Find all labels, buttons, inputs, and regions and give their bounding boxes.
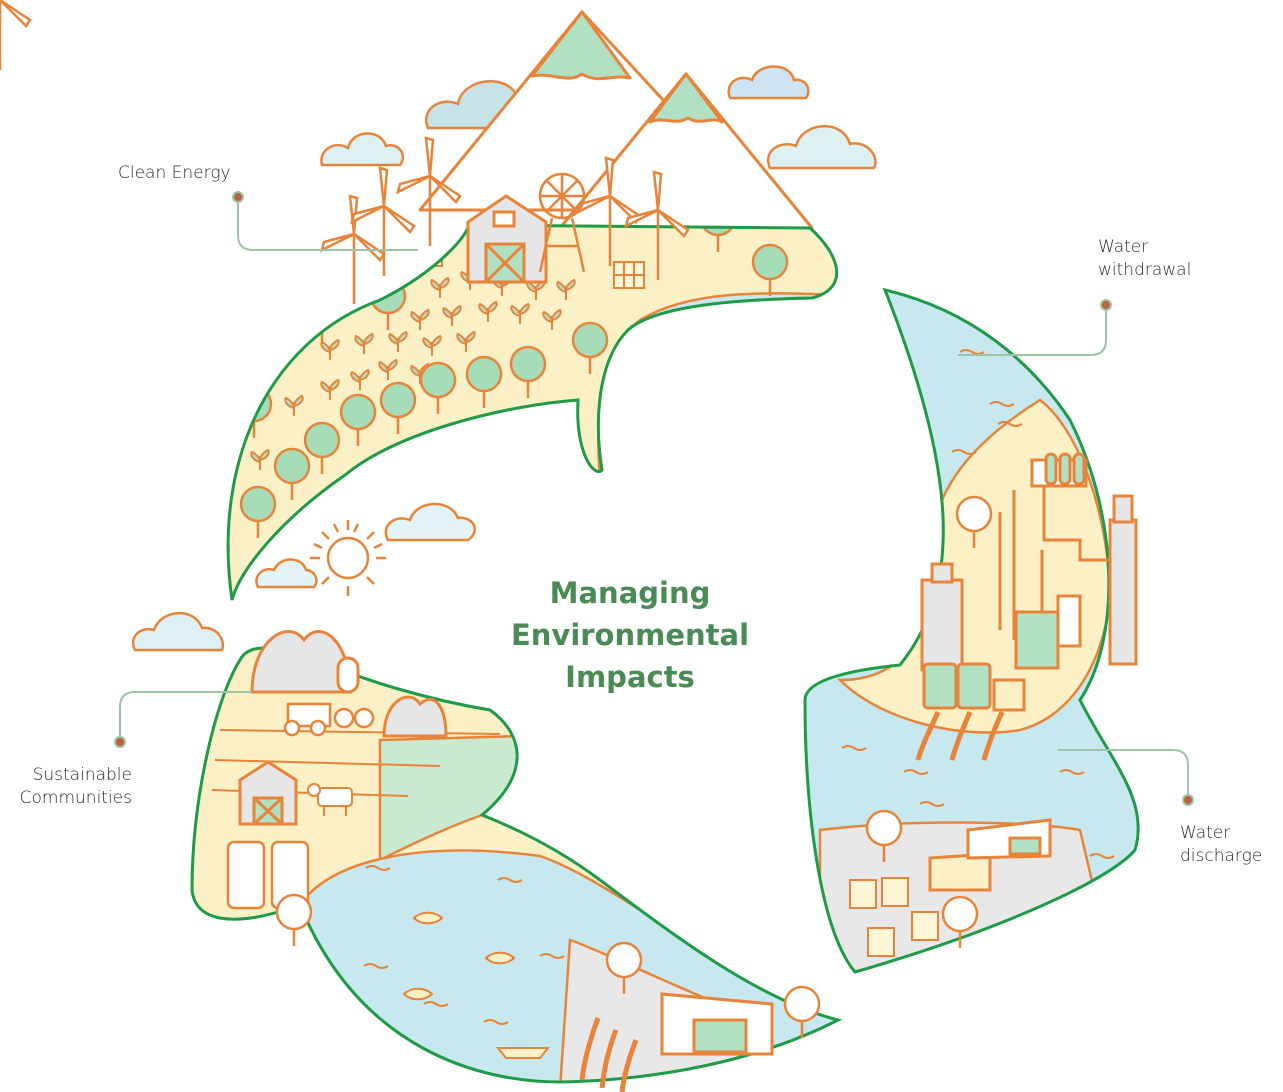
callout-connectors <box>119 197 1189 800</box>
discharge-pipes <box>579 1017 639 1092</box>
solar-panel-icons <box>849 877 939 957</box>
barn-icon <box>238 760 298 826</box>
building-icons <box>928 818 1052 892</box>
cloud-icon <box>320 132 405 167</box>
factory-icon <box>920 452 1138 712</box>
water-withdrawal-label-line1: Water <box>1098 237 1149 257</box>
sustainable-communities-label: Sustainable Communities <box>10 764 132 810</box>
water-discharge-label-line1: Water <box>1180 823 1231 843</box>
callout-dots <box>114 191 1194 806</box>
bottom-arc-section <box>190 630 843 1092</box>
sustainable-communities-label-line2: Communities <box>19 788 132 808</box>
tractor-icon <box>283 702 375 737</box>
barn-icon <box>466 194 548 284</box>
cow-icon <box>307 783 353 816</box>
cloud-icon <box>384 502 476 542</box>
cloud-icon <box>132 611 225 652</box>
water-withdrawal-label-line2: withdrawal <box>1098 260 1192 280</box>
clean-energy-label: Clean Energy <box>118 163 231 183</box>
right-arc-section <box>803 287 1140 974</box>
center-title-line2: Environmental <box>510 618 750 652</box>
center-title-line3: Impacts <box>565 660 695 694</box>
cloud-icon <box>727 65 810 100</box>
cloud-icon <box>255 558 318 589</box>
center-title: Managing Environmental Impacts <box>470 572 790 698</box>
greenhouse-icons <box>226 840 310 910</box>
windmill-icon <box>538 172 586 273</box>
mountains <box>418 10 814 230</box>
sun-icon <box>310 520 386 596</box>
cloud-icon <box>767 125 877 170</box>
sustainable-communities-label-line1: Sustainable <box>32 765 132 785</box>
discharge-pipes <box>915 710 1005 761</box>
water-withdrawal-label: Water withdrawal <box>1098 236 1191 282</box>
building-icon <box>660 992 774 1056</box>
center-title-line1: Managing <box>549 576 711 610</box>
haystack-icons <box>250 630 448 738</box>
water-discharge-label: Water discharge <box>1180 822 1262 868</box>
water-discharge-label-line2: discharge <box>1180 846 1263 866</box>
wind-turbine-icons <box>0 0 690 306</box>
